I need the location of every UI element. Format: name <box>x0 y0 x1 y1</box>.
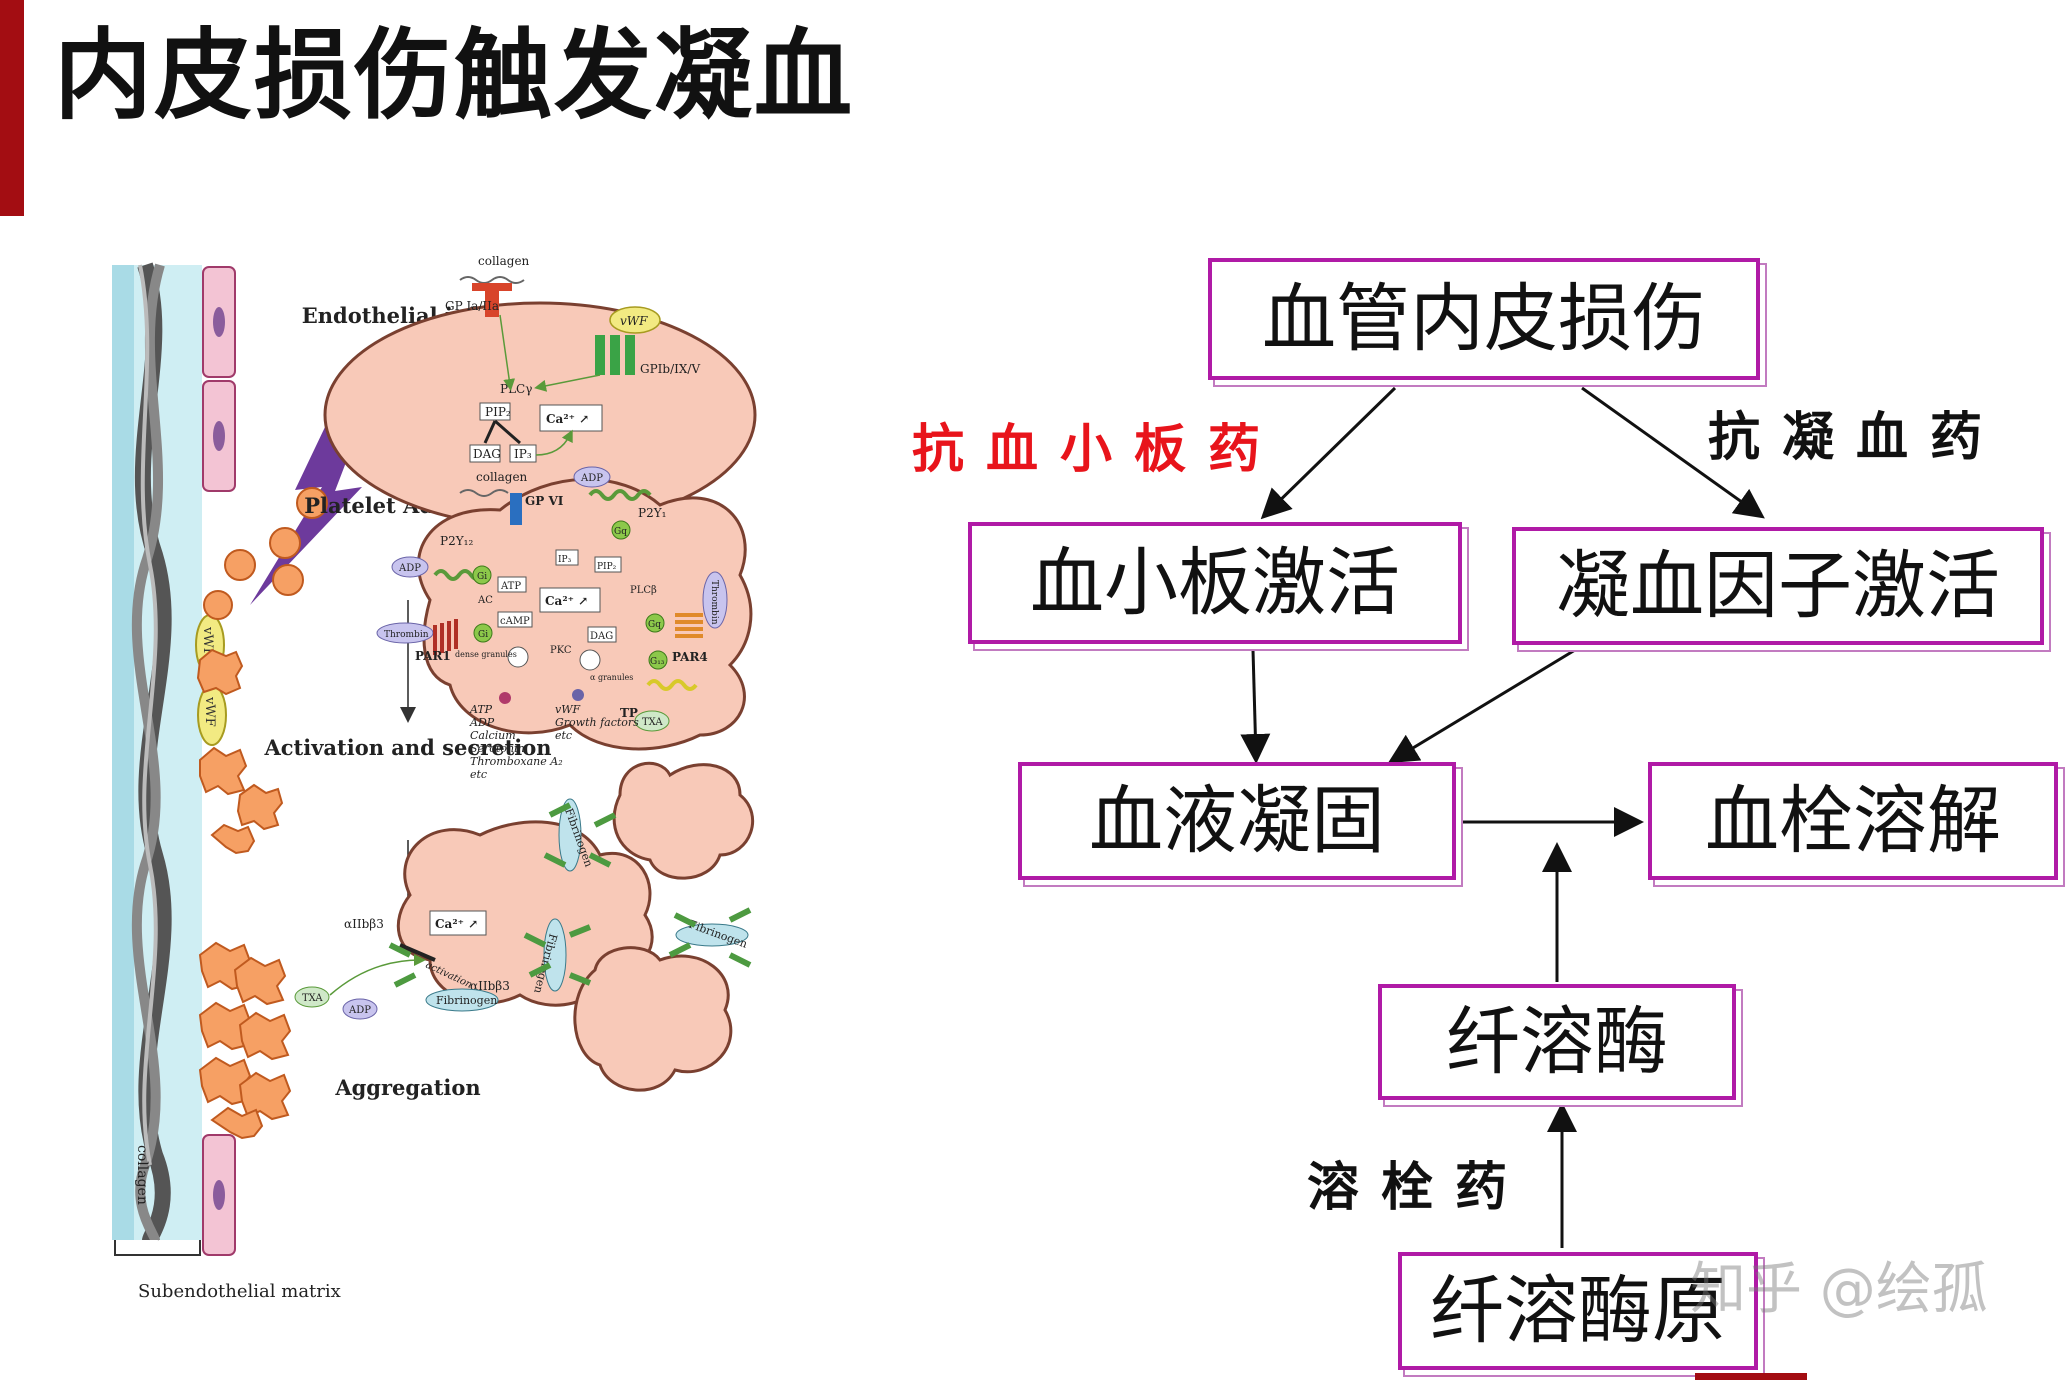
platelet-aggregate <box>198 941 292 1140</box>
box-plasminogen: 纤溶酶原 <box>1398 1252 1758 1370</box>
svg-text:DAG: DAG <box>590 631 613 642</box>
svg-text:collagen: collagen <box>478 255 530 268</box>
resting-platelets <box>203 487 328 620</box>
arrow-coag-to-coagulation <box>1387 648 1576 764</box>
svg-text:vWF: vWF <box>620 314 648 328</box>
svg-text:AC: AC <box>477 595 493 606</box>
svg-text:α granules: α granules <box>590 673 633 682</box>
bottom-accent-line <box>1695 1373 1807 1380</box>
svg-text:P2Y₁: P2Y₁ <box>638 506 666 520</box>
svg-text:Gq: Gq <box>648 620 661 630</box>
box-coagulation-label: 血液凝固 <box>1089 778 1385 864</box>
subendothelial-bracket <box>114 1240 201 1256</box>
box-plasmin-label: 纤溶酶 <box>1446 999 1668 1085</box>
platelet-figure: collagen Subendothelial matrix vWF vWF E… <box>112 255 757 1302</box>
activated-platelets <box>196 648 284 855</box>
aggregation-panel: αIIbβ3 Ca²⁺ ↗ activation αIIbβ3 Fibrinog… <box>294 761 755 1092</box>
vwf-marker-label: vWF <box>200 626 215 657</box>
svg-text:PLCγ: PLCγ <box>500 382 532 396</box>
svg-text:Gi: Gi <box>478 630 488 640</box>
label-anticoagulant-drug: 抗凝血药 <box>1708 408 2005 468</box>
svg-text:PAR1: PAR1 <box>415 649 451 663</box>
svg-text:IP₃: IP₃ <box>514 447 532 461</box>
box-thrombolysis-label: 血栓溶解 <box>1705 778 2001 864</box>
svg-text:TXA: TXA <box>302 993 323 1004</box>
stage-activation-secretion: Activation and secretion <box>263 735 551 760</box>
subendothelial-label: Subendothelial matrix <box>138 1281 341 1302</box>
arrow-platelet-to-coagulation <box>1240 649 1271 764</box>
label-thrombolytic-drug: 溶栓药 <box>1307 1158 1530 1218</box>
svg-text:TXA: TXA <box>642 717 663 728</box>
box-thrombolysis: 血栓溶解 <box>1648 762 2058 880</box>
adhesion-panel: collagen GP Ia/IIa vWF GPIb/IX/V PLCγ PI… <box>323 255 757 529</box>
svg-text:PAR4: PAR4 <box>672 650 708 664</box>
box-plasmin: 纤溶酶 <box>1378 984 1736 1100</box>
svg-text:GP VI: GP VI <box>525 494 564 508</box>
box-platelet-activation-label: 血小板激活 <box>1030 540 1400 626</box>
collagen-wall-label: collagen <box>134 1145 150 1205</box>
watermark-text: 知乎 @绘孤 <box>1690 1257 1988 1322</box>
svg-text:DAG: DAG <box>473 447 501 461</box>
svg-text:G₁₃: G₁₃ <box>650 657 665 667</box>
svg-text:PLCβ: PLCβ <box>630 585 657 596</box>
activation-panel: collagen GP VI ADP P2Y₁ Gq P2Y₁₂ ADP Gi … <box>376 466 753 781</box>
slide-title: 内皮损伤触发凝血 <box>54 19 855 133</box>
svg-text:PKC: PKC <box>550 645 572 656</box>
svg-text:GPIb/IX/V: GPIb/IX/V <box>640 362 700 376</box>
svg-text:ATP: ATP <box>500 581 521 592</box>
svg-text:αIIbβ3: αIIbβ3 <box>470 979 510 993</box>
box-plasminogen-label: 纤溶酶原 <box>1430 1268 1726 1354</box>
svg-text:ADP: ADP <box>398 563 421 574</box>
svg-text:Gi: Gi <box>477 572 487 582</box>
box-platelet-activation: 血小板激活 <box>968 522 1462 644</box>
svg-text:Ca²⁺ ↗: Ca²⁺ ↗ <box>545 594 588 608</box>
svg-text:TP: TP <box>620 706 638 720</box>
svg-text:GP Ia/IIa: GP Ia/IIa <box>445 299 499 313</box>
svg-text:cAMP: cAMP <box>500 616 530 627</box>
box-vascular-injury: 血管内皮损伤 <box>1208 258 1760 380</box>
vwf-marker-label-2: vWF <box>202 696 217 727</box>
svg-text:Ca²⁺ ↗: Ca²⁺ ↗ <box>435 917 478 931</box>
label-antiplatelet-drug: 抗血小板药 <box>912 420 1283 480</box>
arrow-injury-to-platelet <box>1260 386 1397 520</box>
svg-text:Gq: Gq <box>614 527 627 537</box>
box-coag-factor-activation-label: 凝血因子激活 <box>1556 543 2000 629</box>
svg-text:dense granules: dense granules <box>455 650 517 659</box>
box-coagulation: 血液凝固 <box>1018 762 1456 880</box>
svg-text:ADP: ADP <box>580 473 603 484</box>
svg-text:αIIbβ3: αIIbβ3 <box>344 917 384 931</box>
vessel-wall <box>112 262 236 1256</box>
svg-text:P2Y₁₂: P2Y₁₂ <box>440 534 473 548</box>
stage-aggregation: Aggregation <box>334 1075 480 1100</box>
box-vascular-injury-label: 血管内皮损伤 <box>1262 276 1706 362</box>
svg-text:collagen: collagen <box>476 470 528 484</box>
svg-text:Fibrinogen: Fibrinogen <box>436 994 497 1007</box>
svg-text:IP₃: IP₃ <box>558 555 572 565</box>
svg-text:Ca²⁺ ↗: Ca²⁺ ↗ <box>546 412 589 426</box>
svg-text:PIP₂: PIP₂ <box>485 405 511 419</box>
svg-text:Thrombin: Thrombin <box>384 630 429 640</box>
box-coag-factor-activation: 凝血因子激活 <box>1512 527 2044 645</box>
svg-text:PIP₂: PIP₂ <box>597 562 617 572</box>
svg-text:ADP: ADP <box>348 1005 371 1016</box>
svg-text:Thrombin: Thrombin <box>709 580 719 625</box>
title-accent-bar <box>0 0 24 216</box>
